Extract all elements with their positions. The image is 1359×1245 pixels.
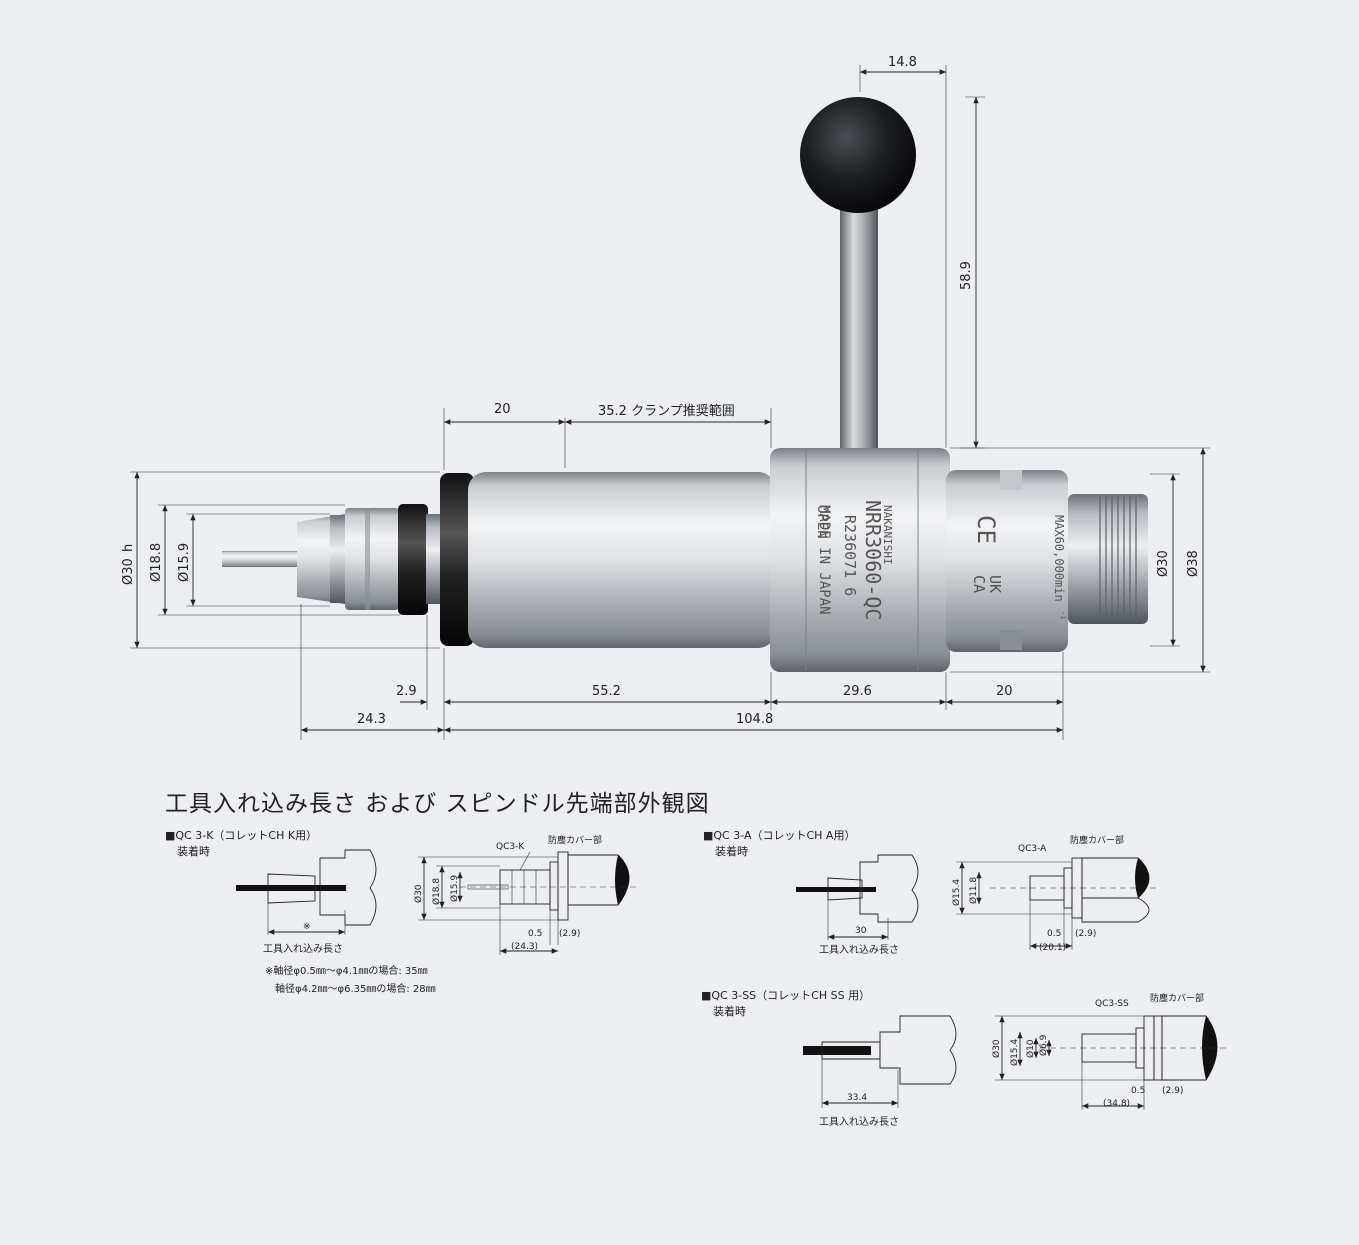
qc3ss-d154: Ø15.4 [1009,1039,1020,1066]
qc3ss-dim-334: 33.4 [847,1093,867,1103]
etch-model-text: NRR3060-QC [861,500,885,620]
section-title: 工具入れ込み長さ および スピンドル先端部外観図 [165,791,710,817]
qc3a-d118: Ø11.8 [968,877,979,904]
dim-clamp-range: 35.2 クランプ推奨範囲 [598,404,735,419]
qc3k-heading: ■QC 3-K（コレットCH K用） [165,829,318,842]
dim-d30h-sub: h [121,544,136,552]
dim-d30-rear: Ø30 [1156,550,1171,577]
qc3a-dust: 防塵カバー部 [1070,834,1124,846]
qc3ss-d348: (34.8) [1103,1099,1130,1109]
qc3ss-d69: Ø6.9 [1038,1034,1049,1056]
spindle-illustration: OPEN NRR3060-QC R236071 6 MADE IN JAPAN … [222,97,1148,672]
qc3k-d243: (24.3) [511,942,538,952]
qc3a-section-diagram: Ø15.4 Ø11.8 (20.1) 0.5 (2.9) QC3-A 防塵カバー… [951,834,1160,953]
main-dimensions: 14.8 58.9 20 35.2 クランプ推奨範囲 Ø30 h Ø18.8 Ø… [121,55,1210,740]
qc3ss-outer-diagram: 33.4 [803,1015,957,1108]
tool-bit [222,551,302,567]
qc3ss-section-diagram: Ø30 Ø15.4 Ø10 Ø6.9 (34.8) 0.5 (2.9) QC3-… [991,992,1230,1110]
collet-nut [345,508,399,610]
qc3a-heading: ■QC 3-A（コレットCH A用） [703,829,856,842]
qc3a-sub: 装着時 [715,845,748,858]
qc3a-d05: 0.5 [1047,929,1061,939]
qc3k-d05: 0.5 [528,929,542,939]
spindle-body [468,472,776,648]
dim-d38: Ø38 [1186,550,1201,577]
etched-text-1: OPEN [814,505,830,539]
dim-d30h: Ø30 [121,558,136,585]
dust-ring [398,504,428,615]
dim-rear-20: 20 [996,684,1013,699]
qc3ss-sub: 装着時 [713,1005,746,1018]
qc3a-insert-label: 工具入れ込み長さ [819,945,899,956]
qc3ss-d05: 0.5 [1131,1086,1145,1096]
qc3k-section-diagram: Ø30 Ø18.8 Ø15.9 (24.3) 0.5 (2.9) QC3-K 防… [413,834,640,955]
etch-brand: NAKANISHI [881,505,894,565]
qc3ss-insert-label: 工具入れ込み長さ [819,1117,899,1128]
qc3k-tag: QC3-K [496,842,525,852]
dim-24-3: 24.3 [357,712,386,727]
qc3k-d29: (2.9) [559,929,580,939]
qc3k-insert-label: 工具入れ込み長さ [263,944,343,955]
qc3ss-heading: ■QC 3-SS（コレットCH SS 用） [701,989,871,1002]
rear-body [946,470,1068,652]
qc3a-d201: (20.1) [1039,943,1066,953]
qc3k-note2: 軸径φ4.2㎜～φ6.35㎜の場合: 28㎜ [275,984,436,995]
lever-knob [800,97,916,213]
etch-ukca-2: CA [970,575,988,593]
dim-lever-height: 58.9 [959,261,974,290]
qc3a-d154: Ø15.4 [951,879,962,906]
dim-29-6: 29.6 [843,684,872,699]
etch-made: MADE IN JAPAN [816,505,832,615]
etch-max-sup: -1 [1059,611,1067,619]
qc3ss-tag: QC3-SS [1095,999,1129,1009]
dim-55-2: 55.2 [592,684,621,699]
etched-model: NRR3060-QC [861,500,885,620]
qc3a-dim-30: 30 [855,926,867,936]
qc3ss-dust: 防塵カバー部 [1150,992,1204,1004]
qc3ss-d29: (2.9) [1162,1086,1183,1096]
qc3a-d29: (2.9) [1075,929,1096,939]
etch-ukca-1: UK [986,575,1004,593]
dim-d159: Ø15.9 [177,543,192,582]
rear-connector [1068,494,1148,624]
qc3a-outer-diagram: 30 [796,854,919,940]
dim-2-9: 2.9 [396,684,417,699]
dim-lever-offset: 14.8 [888,55,917,70]
dim-104-8: 104.8 [736,712,773,727]
qc3k-note1: ※軸径φ0.5㎜～φ4.1㎜の場合: 35㎜ [265,966,428,977]
etch-serial: R236071 6 [841,515,859,596]
qc3k-sub: 装着時 [177,845,210,858]
etch-ce: CE [972,515,1000,544]
etch-max-speed: MAX60,000min [1052,515,1066,602]
lever-housing [770,448,950,672]
lever-rod [840,200,878,455]
qc3ss-d10: Ø10 [1025,1039,1036,1058]
qc3k-mark: ※ [303,922,311,932]
qc3k-d188: Ø18.8 [431,878,442,905]
dim-front-20: 20 [494,402,511,417]
qc3ss-d30: Ø30 [991,1039,1002,1058]
qc3k-d30: Ø30 [413,884,424,903]
front-ring [440,473,474,646]
qc3k-d159: Ø15.9 [449,875,460,902]
etch-open: OPEN [814,505,830,539]
qc3k-dust: 防塵カバー部 [548,834,602,846]
dim-d188: Ø18.8 [149,543,164,582]
qc3a-tag: QC3-A [1018,844,1047,854]
qc3k-outer-diagram: ※ [236,849,377,935]
